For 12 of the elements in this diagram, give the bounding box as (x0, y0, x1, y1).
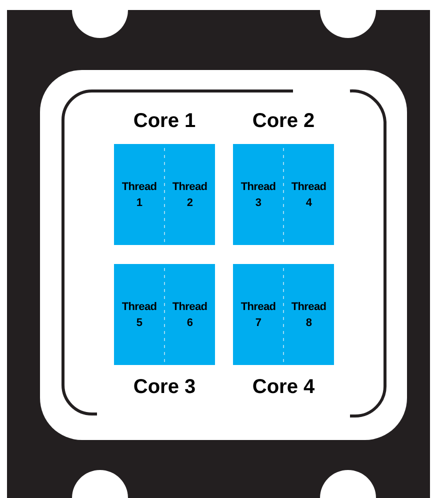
thread-label: Thread 4 (290, 180, 328, 210)
thread-label: Thread 3 (240, 180, 277, 210)
core-label: Core 3 (132, 376, 197, 399)
core-label: Core 4 (251, 376, 316, 399)
core-label: Core 2 (251, 110, 316, 133)
thread-label: Thread 6 (171, 300, 208, 330)
thread-label: Thread 8 (290, 300, 328, 330)
core-label: Core 1 (132, 110, 197, 133)
thread-label: Thread 7 (240, 300, 277, 330)
thread-label: Thread 2 (171, 180, 208, 210)
thread-label: Thread 1 (120, 180, 158, 210)
thread-label: Thread 5 (120, 300, 158, 330)
